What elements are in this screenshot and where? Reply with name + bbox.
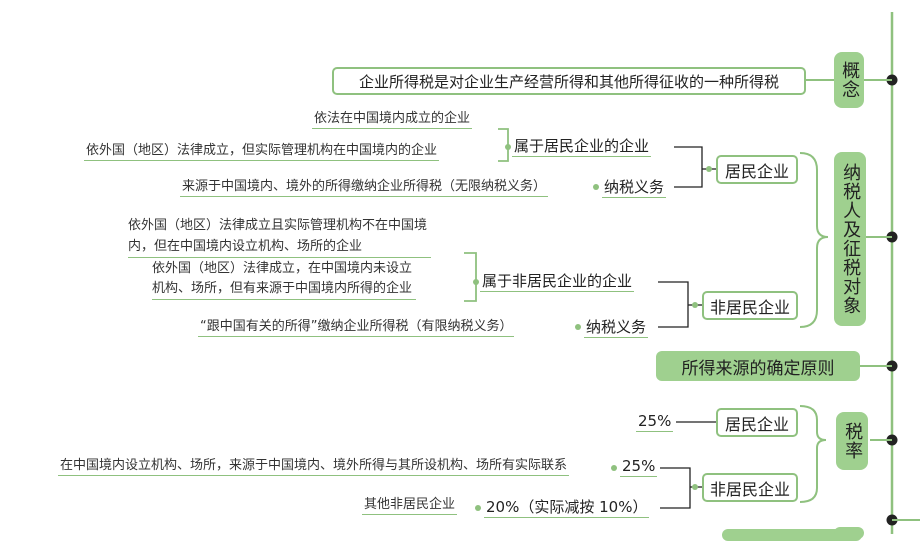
nonresident-belongs-item-2-line-2: 机构、场所，但有来源于中国境内所得的企业 — [152, 281, 413, 296]
resident-belongs-item-1: 依法在中国境内成立的企业 — [312, 111, 473, 129]
nonresident-box: 非居民企业 — [702, 291, 798, 320]
nonresident-belongs-item-1-line-1: 依外国（地区）法律成立且实际管理机构不在中国境 — [128, 218, 428, 233]
rate-nonresident-value-2: 20%（实际减按 10%） — [484, 498, 650, 518]
resident-obligation-label: 纳税义务 — [602, 178, 667, 198]
nonresident-belongs-item-2: 依外国（地区）法律成立，在中国境内未设立 机构、场所，但有来源于中国境内所得的企… — [152, 259, 417, 300]
resident-belongs-label: 属于居民企业的企业 — [512, 137, 652, 157]
nonresident-belongs-item-1: 依外国（地区）法律成立且实际管理机构不在中国境 内，但在中国境内设立机构、场所的… — [128, 215, 432, 258]
rate-box: 税率 — [836, 412, 868, 470]
next-section-vbox-partial — [834, 527, 864, 539]
concept-box: 概念 — [834, 52, 864, 108]
resident-belongs-item-2: 依外国（地区）法律成立，但实际管理机构在中国境内的企业 — [84, 143, 440, 161]
taxpayer-box: 纳税人及征税对象 — [834, 152, 866, 326]
nonresident-obligation-text: “跟中国有关的所得”缴纳企业所得税（有限纳税义务） — [198, 319, 515, 337]
concept-definition-box: 企业所得税是对企业生产经营所得和其他所得征收的一种所得税 — [332, 67, 806, 95]
nonresident-belongs-item-1-line-2: 内，但在中国境内设立机构、场所的企业 — [128, 239, 363, 254]
rate-resident-box: 居民企业 — [716, 408, 798, 437]
resident-label: 居民企业 — [724, 161, 789, 181]
nonresident-label: 非居民企业 — [709, 297, 790, 317]
nonresident-obligation-label: 纳税义务 — [584, 318, 649, 338]
nonresident-belongs-item-2-line-1: 依外国（地区）法律成立，在中国境内未设立 — [152, 261, 413, 276]
concept-definition: 企业所得税是对企业生产经营所得和其他所得征收的一种所得税 — [358, 72, 779, 91]
rate-nonresident-box: 非居民企业 — [702, 473, 798, 502]
source-box: 所得来源的确定原则 — [656, 351, 860, 381]
rate-nonresident-condition-2: 其他非居民企业 — [362, 497, 458, 515]
rate-resident-label: 居民企业 — [724, 414, 789, 434]
rate-nonresident-value-1: 25% — [620, 457, 658, 477]
taxpayer-label: 纳税人及征税对象 — [840, 163, 862, 315]
resident-box: 居民企业 — [716, 155, 798, 184]
source-label: 所得来源的确定原则 — [681, 358, 835, 379]
rate-nonresident-condition-1: 在中国境内设立机构、场所，来源于中国境内、境外所得与其所设机构、场所有实际联系 — [58, 458, 570, 476]
rate-nonresident-label: 非居民企业 — [709, 479, 790, 499]
rate-resident-value: 25% — [636, 412, 674, 432]
nonresident-belongs-label: 属于非居民企业的企业 — [480, 272, 635, 292]
rate-label: 税率 — [842, 422, 864, 460]
resident-obligation-text: 来源于中国境内、境外的所得缴纳企业所得税（无限纳税义务） — [180, 179, 549, 197]
concept-label: 概念 — [839, 61, 861, 99]
